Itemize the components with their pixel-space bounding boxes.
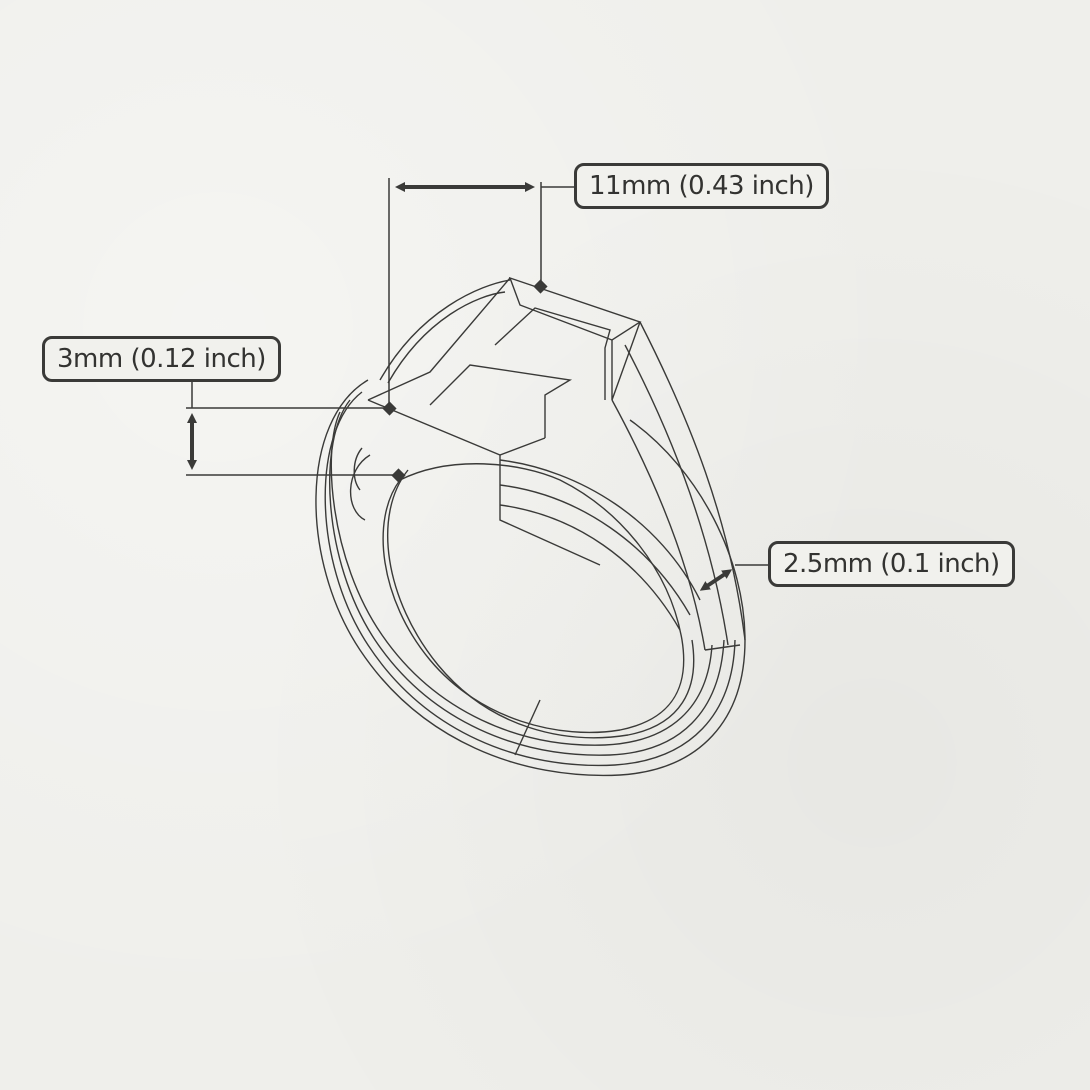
dimension-label-shank-height: 3mm (0.12 inch) xyxy=(42,336,281,382)
dimension-label-band-thickness: 2.5mm (0.1 inch) xyxy=(768,541,1015,587)
dimension-top-width xyxy=(388,178,576,405)
dimension-shank-height xyxy=(186,382,406,483)
dimension-label-top-width: 11mm (0.43 inch) xyxy=(574,163,829,209)
ring-outline xyxy=(315,276,746,777)
dimension-band-thickness xyxy=(699,564,770,591)
